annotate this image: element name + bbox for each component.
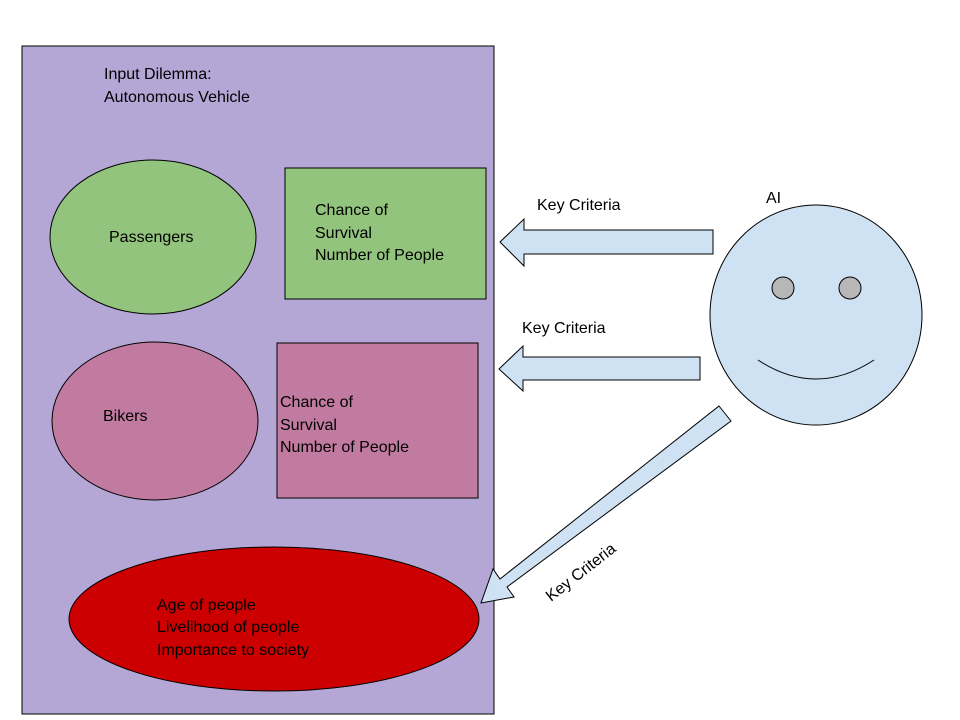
bikers-ellipse [51, 341, 259, 501]
passengers-criteria-text: Chance of Survival Number of People [315, 202, 444, 264]
arrow-to-bikers-criteria [498, 344, 701, 393]
bikers-criteria-text: Chance of Survival Number of People [280, 394, 409, 456]
ai-label: AI [766, 190, 781, 207]
bikers-criteria-box [276, 342, 479, 499]
bikers-label: Bikers [103, 408, 147, 425]
arrow-label-bikers: Key Criteria [522, 320, 606, 337]
red-ellipse [68, 546, 480, 692]
passengers-ellipse [49, 159, 257, 315]
panel-title: Input Dilemma: Autonomous Vehicle [104, 66, 250, 106]
passengers-label: Passengers [109, 229, 194, 246]
passengers-criteria-box [284, 167, 487, 300]
ai-right-eye [838, 276, 862, 300]
arrow-to-passengers-criteria [499, 217, 714, 268]
ai-left-eye [771, 276, 795, 300]
ai-face [709, 204, 923, 426]
arrow-to-red-ellipse [480, 405, 732, 604]
ai-smile [757, 359, 875, 380]
arrow-label-passengers: Key Criteria [537, 197, 621, 214]
red-ellipse-text: Age of people Livelihood of people Impor… [157, 597, 309, 659]
